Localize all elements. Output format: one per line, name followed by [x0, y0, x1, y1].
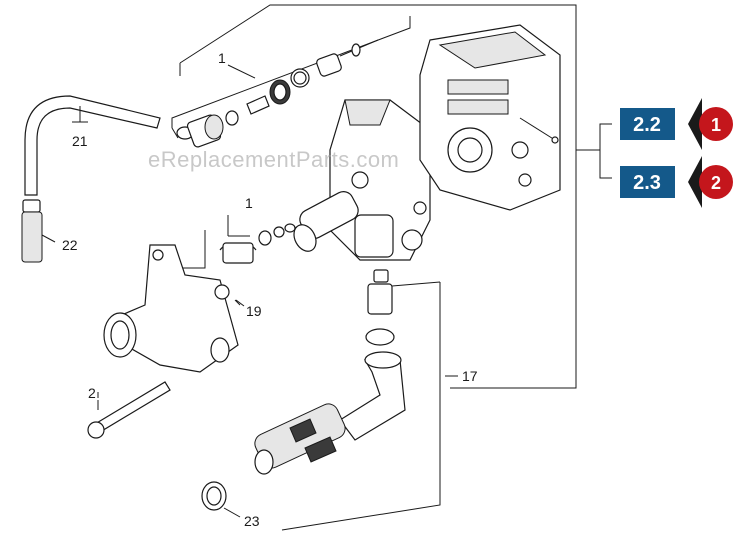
part-1-top-bracket — [171, 16, 411, 139]
part-19-bracket — [103, 244, 241, 373]
part-23-washer — [201, 481, 241, 518]
badge-arrow-icon — [688, 156, 702, 208]
watermark: eReplacementParts.com — [148, 147, 399, 172]
part-2-bolt — [87, 381, 171, 439]
badge-2-text: 2 — [711, 173, 721, 193]
pump-head — [293, 99, 431, 261]
label-19: 19 — [246, 303, 262, 319]
label-leaders — [97, 299, 458, 398]
ref-box-2-2[interactable] — [620, 108, 675, 140]
label-1-top: 1 — [218, 50, 226, 66]
label-2: 2 — [88, 385, 96, 401]
label-23: 23 — [244, 513, 260, 529]
part-17-elbow-fitting — [254, 269, 406, 475]
label-21: 21 — [72, 133, 88, 149]
badge-1-text: 1 — [711, 115, 721, 135]
part-1-valve-assembly-top — [176, 39, 379, 148]
ref-box-2-3[interactable] — [620, 166, 675, 198]
label-17: 17 — [462, 368, 478, 384]
part-22-filter — [21, 199, 56, 263]
ref-2-2[interactable]: 2.2 1 — [620, 98, 733, 150]
ref-2-3[interactable]: 2.3 2 — [620, 156, 733, 208]
ref-code-2-3: 2.3 — [633, 172, 661, 194]
badge-2-icon — [699, 165, 733, 199]
part-21-hose — [24, 95, 161, 196]
badge-arrow-icon — [688, 98, 702, 150]
assembly-frame-lines — [178, 4, 612, 531]
label-22: 22 — [62, 237, 78, 253]
ref-code-2-2: 2.2 — [633, 114, 661, 136]
part-1-valve-assembly-mid — [219, 215, 296, 264]
label-1-mid: 1 — [245, 195, 253, 211]
badge-1-icon — [699, 107, 733, 141]
motor-housing — [419, 24, 561, 211]
